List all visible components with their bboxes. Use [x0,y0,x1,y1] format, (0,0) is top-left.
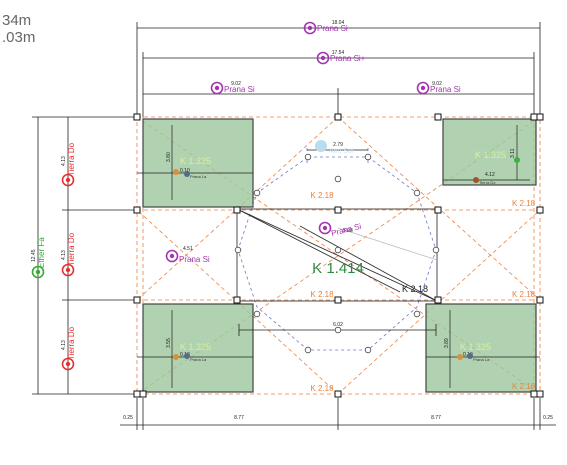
zone-bottom-left [142,303,254,393]
prana-marker-top: Prana Si [303,21,348,35]
prana-label-top: Prana Si [317,24,348,33]
k-value-center: K 1.414 [312,260,364,277]
dim-top-half-right: 9.02 [432,81,442,87]
dim-bottom-b: 8.77 [234,415,244,421]
dim-br-v: 3.89 [444,338,450,348]
prana-marker-center: Prana Si [318,221,362,238]
k-value-zone-bl: K 1.325 [180,342,211,352]
prana-label-right: Prana Si [430,85,461,94]
dim-center-span: 6.02 [333,322,343,328]
dim-mid-left: 4.51 [183,246,193,252]
dim-bl-v: 3.55 [166,338,172,348]
blue-node: Aire Sol [315,140,354,155]
green-zones [142,118,537,393]
dim-left-mid: 4.13 [61,250,67,260]
corner-value-1: 34m [2,12,32,29]
dim-bottom-d: 0.25 [543,415,553,421]
prana-marker-right: Prana Si [416,81,461,95]
tierra-label-lower: Tierra Do [67,326,76,360]
prana-label-plus: Prana Si+ [330,54,366,63]
dim-tl-v: 3.80 [166,152,172,162]
dim-top-half-left: 9.02 [231,81,241,87]
dim-center-small: 2.79 [333,142,343,148]
dim-diag-small: 5.08 [343,228,353,234]
corner-value-2: .03m [2,29,36,46]
tag-tr: Tierra Do [479,180,496,185]
zone-top-right [442,118,537,186]
tag-tl: Prana La [190,174,207,179]
prana-label-mid-left: Prana Si [179,255,210,264]
dim-left-overall: 12.45 [31,249,37,262]
prana-marker-plus: Prana Si+ [316,51,366,65]
k-value-right-bottom: K 2.18 [512,382,536,391]
zone-nodes: Prana La Tierra Do Prana La Prana La [173,157,520,362]
label-center-blue: Aire Sol [329,148,354,155]
decagon-nodes [234,153,440,354]
prana-label-center: Prana Si [330,222,362,238]
tag-br: Prana La [473,357,490,362]
k-value-zone-tr: K 1.325 [475,150,506,160]
k-value-top: K 2.18 [310,191,334,200]
k-value-right-top: K 2.18 [512,199,536,208]
dim-left-upper: 4.13 [61,156,67,166]
ether-label: Ether Fa [37,237,46,268]
center-diagonals [236,208,438,302]
tag-bl: Prana La [190,357,207,362]
zone-bottom-right [425,303,537,393]
grid-markers [133,113,544,398]
dim-tr-v: 3.11 [510,148,516,158]
dim-bottom-a: 0.25 [123,415,133,421]
zone-top-left [142,118,254,208]
tierra-label-mid: Tierra Do [67,232,76,266]
dim-top-overall: 18.04 [332,20,345,26]
k-value-right-mid: K 2.18 [512,290,536,299]
k-value-zone-tl: K 1.325 [180,156,211,166]
zone-detail-lines [137,125,540,388]
bottom-dimension-lines [120,398,556,430]
k-value-zone-br: K 1.325 [460,342,491,352]
dim-tr-h: 4.12 [485,172,495,178]
k-value-middle: K 2.18 [310,290,334,299]
tierra-label-upper: Tierra Do [67,142,76,176]
ether-marker: Ether Fa [31,237,46,279]
prana-label-left: Prana Si [224,85,255,94]
prana-marker-mid-left: Prana Si [165,249,210,264]
dim-bottom-c: 8.77 [431,415,441,421]
prana-marker-left: Prana Si [210,81,255,95]
dim-tl-h: 0.10 [180,168,190,174]
dim-left-lower: 4.13 [61,340,67,350]
top-dimension-lines [136,22,541,118]
k-value-bottom: K 2.18 [310,384,334,393]
dim-top-second: 17.54 [332,50,345,56]
left-dimension-lines [32,116,137,395]
tierra-markers: Tierra Do Tierra Do Tierra Do [61,142,76,371]
k-value-diagonal: K 2.18 [402,284,428,294]
